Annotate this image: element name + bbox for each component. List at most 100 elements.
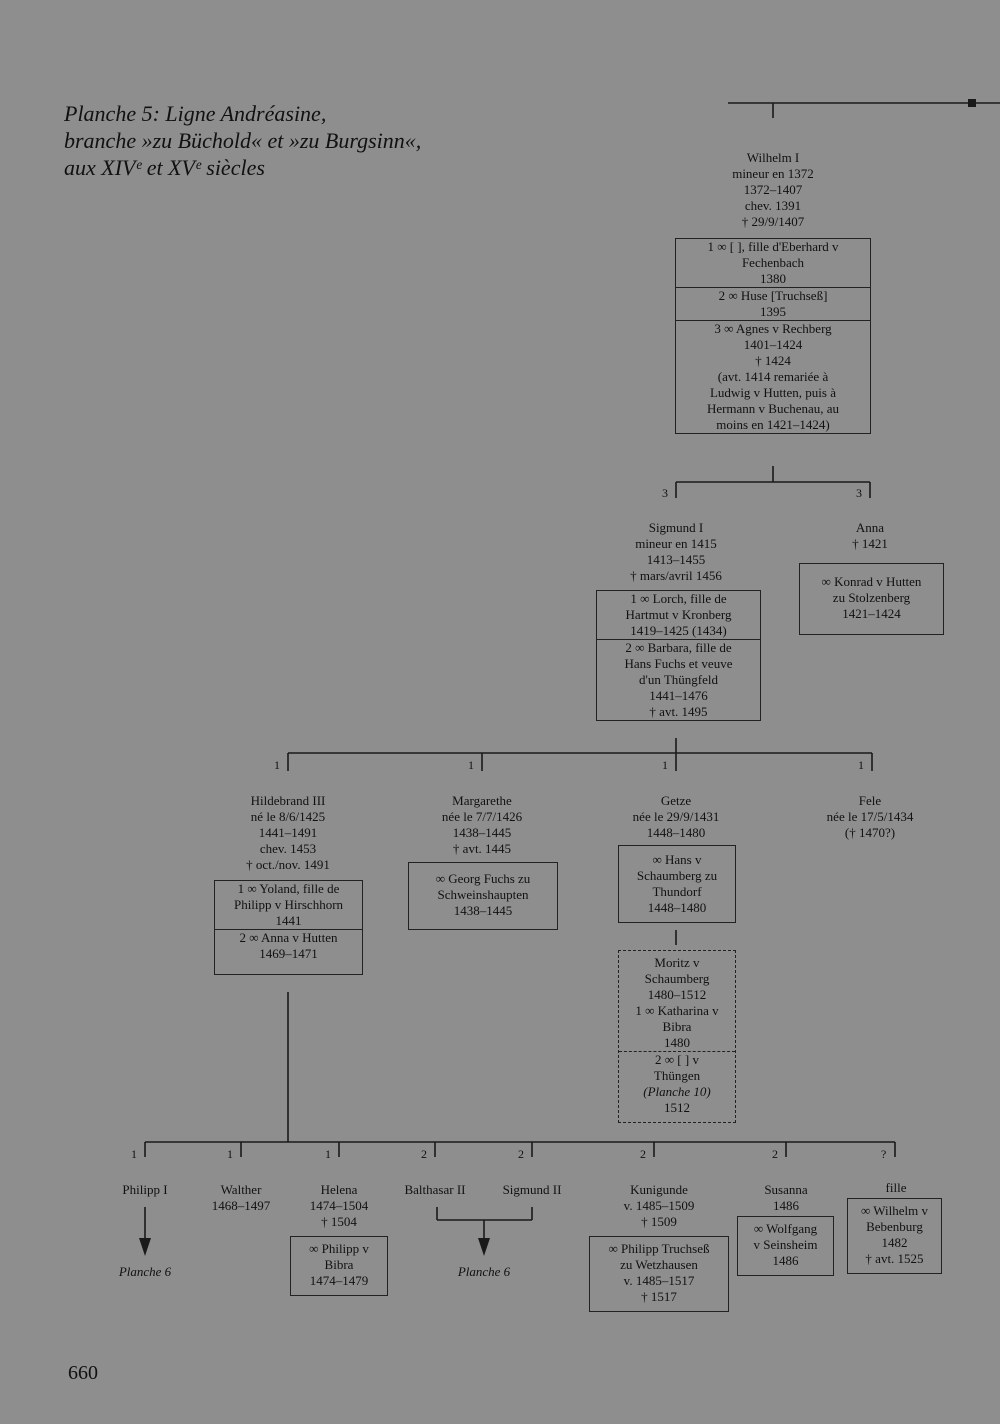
spouse-line: Schaumberg zu xyxy=(636,868,718,883)
spouse-entry: 1 ∞ Lorch, fille de Hartmut v Kronberg 1… xyxy=(597,591,760,639)
spouse-line: ∞ Konrad v Hutten xyxy=(821,574,922,589)
spouse-line: 1419–1425 (1434) xyxy=(630,623,727,638)
person-line: † mars/avril 1456 xyxy=(630,568,722,583)
spouse-line: 1441 xyxy=(275,913,302,928)
spouse-line: † avt. 1495 xyxy=(649,704,708,719)
spouse-line: Ludwig v Hutten, puis à xyxy=(709,385,836,400)
person-margarethe: Margarethe née le 7/7/1426 1438–1445 † a… xyxy=(412,793,552,857)
spouse-line: 1 ∞ Yoland, fille de xyxy=(237,881,340,896)
arrow-down-icon xyxy=(139,1238,151,1256)
spouse-entry: ∞ Philipp Truchseß zu Wetzhausen v. 1485… xyxy=(590,1241,728,1305)
spouse-line: 1469–1471 xyxy=(259,946,318,961)
spouse-line: ∞ Philipp v xyxy=(309,1241,369,1256)
person-line: Helena xyxy=(320,1182,358,1197)
person-line: mineur en 1415 xyxy=(635,536,717,551)
spouse-line: 1380 xyxy=(760,271,786,286)
person-line: né le 8/6/1425 xyxy=(250,809,326,824)
person-philipp-i: Philipp I xyxy=(95,1182,195,1198)
title-line-3: aux XIVᵉ et XVᵉ siècles xyxy=(64,155,265,180)
person-sigmund-i: Sigmund I mineur en 1415 1413–1455 † mar… xyxy=(606,520,746,584)
person-line: née le 7/7/1426 xyxy=(441,809,523,824)
spouse-line: ∞ Wilhelm v xyxy=(861,1203,928,1218)
spouse-line: Philipp v Hirschhorn xyxy=(233,897,344,912)
person-kunigunde: Kunigunde v. 1485–1509 † 1509 xyxy=(599,1182,719,1230)
person-line: 1413–1455 xyxy=(646,552,706,567)
person-line: née le 17/5/1434 xyxy=(826,809,914,824)
spouse-line: † 1517 xyxy=(641,1289,677,1304)
spouse-line: ∞ Wolfgang xyxy=(753,1221,818,1236)
person-line: 1486 xyxy=(773,1198,799,1213)
spouse-entry: 2 ∞ [ ] v Thüngen (Planche 10) 1512 xyxy=(619,1051,735,1122)
person-line: († 1470?) xyxy=(844,825,896,840)
birth-order-number: 2 xyxy=(640,1147,646,1161)
person-line: 1441–1491 xyxy=(258,825,318,840)
person-line: † avt. 1445 xyxy=(452,841,512,856)
spouse-entry: ∞ Wolfgang v Seinsheim 1486 xyxy=(738,1221,833,1269)
birth-order-number: ? xyxy=(881,1147,887,1161)
plate-reference: (Planche 10) xyxy=(643,1084,711,1099)
spouse-entry: 3 ∞ Agnes v Rechberg 1401–1424 † 1424 (a… xyxy=(676,320,870,433)
spouse-line: Thüngen xyxy=(653,1068,701,1083)
spouse-box-hildebrand: 1 ∞ Yoland, fille de Philipp v Hirschhor… xyxy=(214,880,363,975)
spouse-line: ∞ Georg Fuchs zu xyxy=(435,871,531,886)
spouse-box-wilhelm: 1 ∞ [ ], fille d'Eberhard v Fechenbach 1… xyxy=(675,238,871,434)
spouse-line: Hans Fuchs et veuve xyxy=(624,656,733,671)
spouse-line: v Seinsheim xyxy=(753,1237,818,1252)
spouse-entry: ∞ Georg Fuchs zu Schweinshaupten 1438–14… xyxy=(409,871,557,919)
birth-order-number: 1 xyxy=(274,758,280,772)
spouse-box-susanna: ∞ Wolfgang v Seinsheim 1486 xyxy=(737,1216,834,1276)
title-line-1: Planche 5: Ligne Andréasine, xyxy=(64,101,327,126)
birth-order-number: 2 xyxy=(518,1147,524,1161)
title-line-2: branche »zu Büchold« et »zu Burgsinn«, xyxy=(64,128,422,153)
person-line: Anna xyxy=(855,520,885,535)
birth-order-number: 3 xyxy=(662,486,668,500)
spouse-line: 2 ∞ Huse [Truchseß] xyxy=(718,288,828,303)
spouse-line: 1 ∞ Lorch, fille de xyxy=(630,591,727,606)
person-entry: Moritz v Schaumberg 1480–1512 1 ∞ Kathar… xyxy=(619,955,735,1051)
person-wilhelm-i: Wilhelm I mineur en 1372 1372–1407 chev.… xyxy=(713,150,833,230)
person-line: Bibra xyxy=(662,1019,692,1034)
person-line: 1372–1407 xyxy=(743,182,803,197)
birth-order-number: 1 xyxy=(325,1147,331,1161)
spouse-line: 1482 xyxy=(881,1235,908,1250)
spouse-line: † 1424 xyxy=(755,353,791,368)
spouse-line: 3 ∞ Agnes v Rechberg xyxy=(714,321,832,336)
person-line: fille xyxy=(885,1180,907,1195)
spouse-line: 1 ∞ [ ], fille d'Eberhard v xyxy=(707,239,839,254)
person-line: 1448–1480 xyxy=(646,825,706,840)
spouse-line: 1421–1424 xyxy=(842,606,901,621)
person-getze: Getze née le 29/9/1431 1448–1480 xyxy=(606,793,746,841)
person-line: 1480 xyxy=(664,1035,690,1050)
person-line: Moritz v xyxy=(654,955,700,970)
person-line: † oct./nov. 1491 xyxy=(246,857,330,872)
spouse-entry: 2 ∞ Anna v Hutten 1469–1471 xyxy=(215,929,362,974)
spouse-line: 1395 xyxy=(760,304,786,319)
spouse-line: 1438–1445 xyxy=(453,903,513,918)
person-line: † 1504 xyxy=(321,1214,357,1229)
birth-order-number: 1 xyxy=(468,758,474,772)
person-line: chev. 1453 xyxy=(259,841,317,856)
spouse-box-margarethe: ∞ Georg Fuchs zu Schweinshaupten 1438–14… xyxy=(408,862,558,930)
continuation-marker xyxy=(968,99,976,107)
person-sigmund-ii: Sigmund II xyxy=(487,1182,577,1198)
plate-title: Planche 5: Ligne Andréasine, branche »zu… xyxy=(64,100,421,181)
spouse-line: d'un Thüngfeld xyxy=(638,672,718,687)
spouse-line: moins en 1421–1424) xyxy=(716,417,830,432)
birth-order-number: 3 xyxy=(856,486,862,500)
birth-order-number: 1 xyxy=(131,1147,137,1161)
person-line: 1474–1504 xyxy=(309,1198,369,1213)
person-line: mineur en 1372 xyxy=(732,166,814,181)
person-line: 1 ∞ Katharina v xyxy=(635,1003,719,1018)
person-line: Kunigunde xyxy=(630,1182,688,1197)
person-line: Sigmund I xyxy=(648,520,704,535)
spouse-line: (avt. 1414 remariée à xyxy=(717,369,829,384)
spouse-line: Bibra xyxy=(324,1257,354,1272)
person-line: Wilhelm I xyxy=(746,150,800,165)
spouse-entry: ∞ Hans v Schaumberg zu Thundorf 1448–148… xyxy=(619,852,735,916)
person-balthasar-ii: Balthasar II xyxy=(390,1182,480,1198)
person-line: Hildebrand III xyxy=(250,793,326,808)
plate-reference-philipp: Planche 6 xyxy=(118,1264,172,1279)
spouse-line: ∞ Philipp Truchseß xyxy=(608,1241,710,1256)
person-fele: Fele née le 17/5/1434 († 1470?) xyxy=(805,793,935,841)
